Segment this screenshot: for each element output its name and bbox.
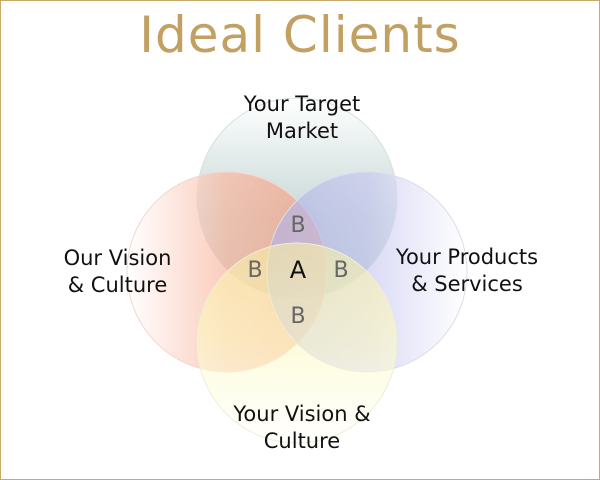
- label-line: Your Products: [395, 245, 539, 269]
- label-line: Culture: [263, 429, 341, 453]
- circle-your-vision: [196, 242, 398, 444]
- label-our-vision: Our Vision & Culture: [50, 245, 185, 299]
- marker-a: A: [289, 256, 307, 284]
- marker-b-top: B: [290, 213, 306, 238]
- label-products-services: Your Products & Services: [382, 244, 552, 298]
- label-line: Our Vision: [63, 246, 172, 270]
- marker-b-left: B: [247, 258, 263, 283]
- label-line: Your Target: [243, 92, 361, 116]
- marker-b-right: B: [333, 258, 349, 283]
- label-line: & Culture: [67, 273, 168, 297]
- label-line: & Services: [411, 272, 523, 296]
- label-line: Your Vision &: [233, 402, 371, 426]
- marker-b-bottom: B: [290, 304, 306, 329]
- label-line: Market: [265, 119, 339, 143]
- label-target-market: Your Target Market: [197, 91, 407, 145]
- label-your-vision: Your Vision & Culture: [197, 401, 407, 455]
- page-title: Ideal Clients: [139, 6, 461, 64]
